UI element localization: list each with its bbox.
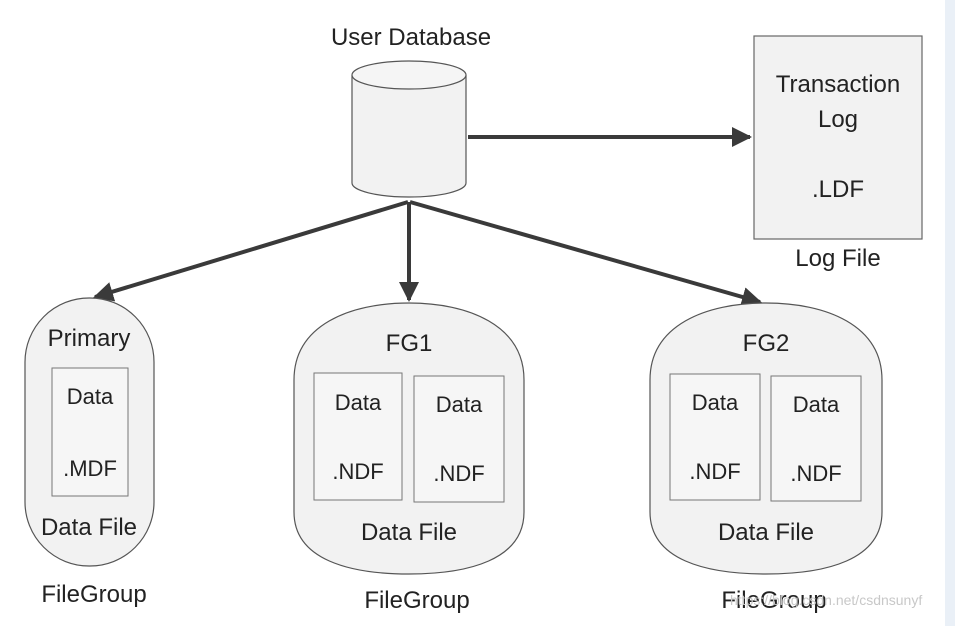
watermark-text: https://blog.csdn.net/csdnsunyf <box>730 592 923 608</box>
arrow-to-primary <box>93 200 409 302</box>
fg1-filegroup-caption: FileGroup <box>364 587 470 614</box>
filegroup-primary-name: Primary <box>47 325 131 352</box>
log-title-line1: Transaction <box>775 71 901 98</box>
primary-file-extension: .MDF <box>63 456 117 481</box>
fg2-filegroup-caption: FileGroup <box>721 587 827 614</box>
fg1-data-file-caption: Data File <box>360 519 458 546</box>
log-title-line2: Log <box>817 106 859 133</box>
fg1-data-file-box-2 <box>413 375 505 503</box>
log-file-caption: Log File <box>795 245 881 272</box>
window-edge-strip <box>945 0 955 626</box>
primary-data-file-caption: Data File <box>40 514 138 541</box>
fg2-data-file-box-2 <box>770 375 862 502</box>
transaction-log-box <box>753 35 923 240</box>
arrow-to-fg2 <box>409 200 762 307</box>
database-cylinder-icon <box>351 60 467 198</box>
database-label: User Database <box>330 24 492 51</box>
fg2-file2-label: Data <box>792 392 840 417</box>
fg1-file2-label: Data <box>435 392 483 417</box>
filegroup-fg1-shape <box>293 302 525 575</box>
filegroup-fg1-name: FG1 <box>385 330 433 357</box>
log-extension: .LDF <box>811 176 865 203</box>
fg1-file1-label: Data <box>334 390 382 415</box>
fg2-data-file-box-1 <box>669 373 761 501</box>
fg2-file2-extension: .NDF <box>790 461 842 486</box>
filegroup-fg2-shape <box>649 302 883 575</box>
fg1-data-file-box-1 <box>313 372 403 501</box>
primary-file-label: Data <box>66 384 114 409</box>
fg2-file1-label: Data <box>691 390 739 415</box>
fg1-file2-extension: .NDF <box>433 461 485 486</box>
fg1-file1-extension: .NDF <box>332 459 384 484</box>
fg2-file1-extension: .NDF <box>689 459 741 484</box>
fg2-data-file-caption: Data File <box>717 519 815 546</box>
filegroup-fg2-name: FG2 <box>742 330 790 357</box>
primary-data-file-box <box>51 367 129 497</box>
primary-filegroup-caption: FileGroup <box>41 581 147 608</box>
